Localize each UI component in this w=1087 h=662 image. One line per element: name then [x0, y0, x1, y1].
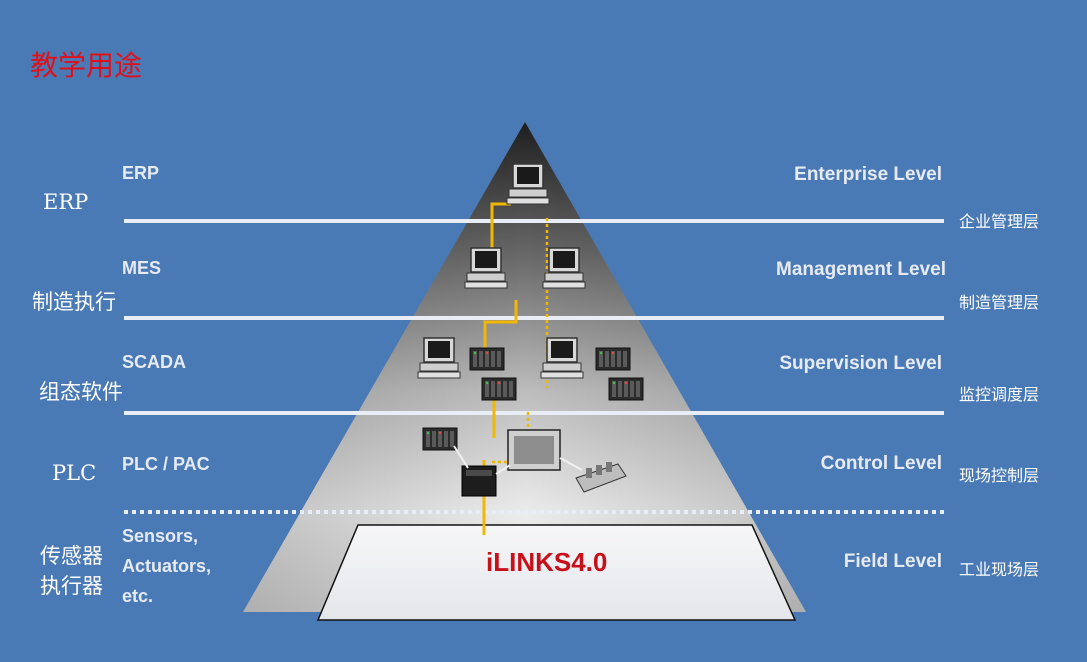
label-cn-management: 制造管理层 [959, 293, 1040, 312]
pyramid-shading [243, 122, 806, 612]
field-level-base [316, 524, 797, 621]
label-en-plc: PLC / PAC [122, 454, 210, 474]
label-cn-mes: 制造执行 [32, 290, 116, 314]
label-cn-control: 现场控制层 [959, 466, 1040, 485]
page-title: 教学用途 [30, 49, 143, 82]
computer-icon [417, 337, 461, 379]
computer-icon [506, 163, 550, 205]
computer-icon [464, 247, 508, 289]
label-cn-supervision: 监控调度层 [959, 385, 1040, 404]
label-cn-scada: 组态软件 [39, 380, 123, 404]
label-en-scada: SCADA [122, 352, 187, 372]
plc-rack-icon [422, 427, 458, 451]
label-en-etc: etc. [122, 586, 154, 606]
plc-rack-icon [481, 377, 517, 401]
label-field-level: Field Level [843, 551, 942, 572]
label-control-level: Control Level [820, 453, 942, 474]
hmi-panel-icon [507, 429, 561, 471]
label-cn-field: 工业现场层 [959, 560, 1040, 579]
label-supervision-level: Supervision Level [779, 353, 942, 374]
label-enterprise-level: Enterprise Level [794, 164, 942, 185]
plc-rack-icon [469, 347, 505, 371]
label-cn-enterprise: 企业管理层 [959, 212, 1040, 231]
computer-icon [540, 337, 584, 379]
label-cn-erp: ERP [43, 190, 89, 214]
label-cn-sensors: 传感器 [40, 544, 103, 568]
plc-rack-icon [595, 347, 631, 371]
label-en-erp: ERP [122, 163, 160, 183]
label-cn-plc: PLC [52, 461, 97, 485]
label-cn-actuators: 执行器 [40, 574, 103, 598]
label-en-sensors: Sensors, [122, 526, 199, 546]
label-en-mes: MES [122, 258, 162, 278]
brand-label: iLINKS4.0 [486, 547, 608, 577]
plc-rack-icon [608, 377, 644, 401]
label-management-level: Management Level [776, 259, 946, 280]
controller-icon [461, 465, 497, 497]
io-module-icon [575, 462, 627, 493]
label-en-actuators: Actuators, [122, 556, 212, 576]
device-cabling [453, 445, 583, 475]
computer-icon [542, 247, 586, 289]
